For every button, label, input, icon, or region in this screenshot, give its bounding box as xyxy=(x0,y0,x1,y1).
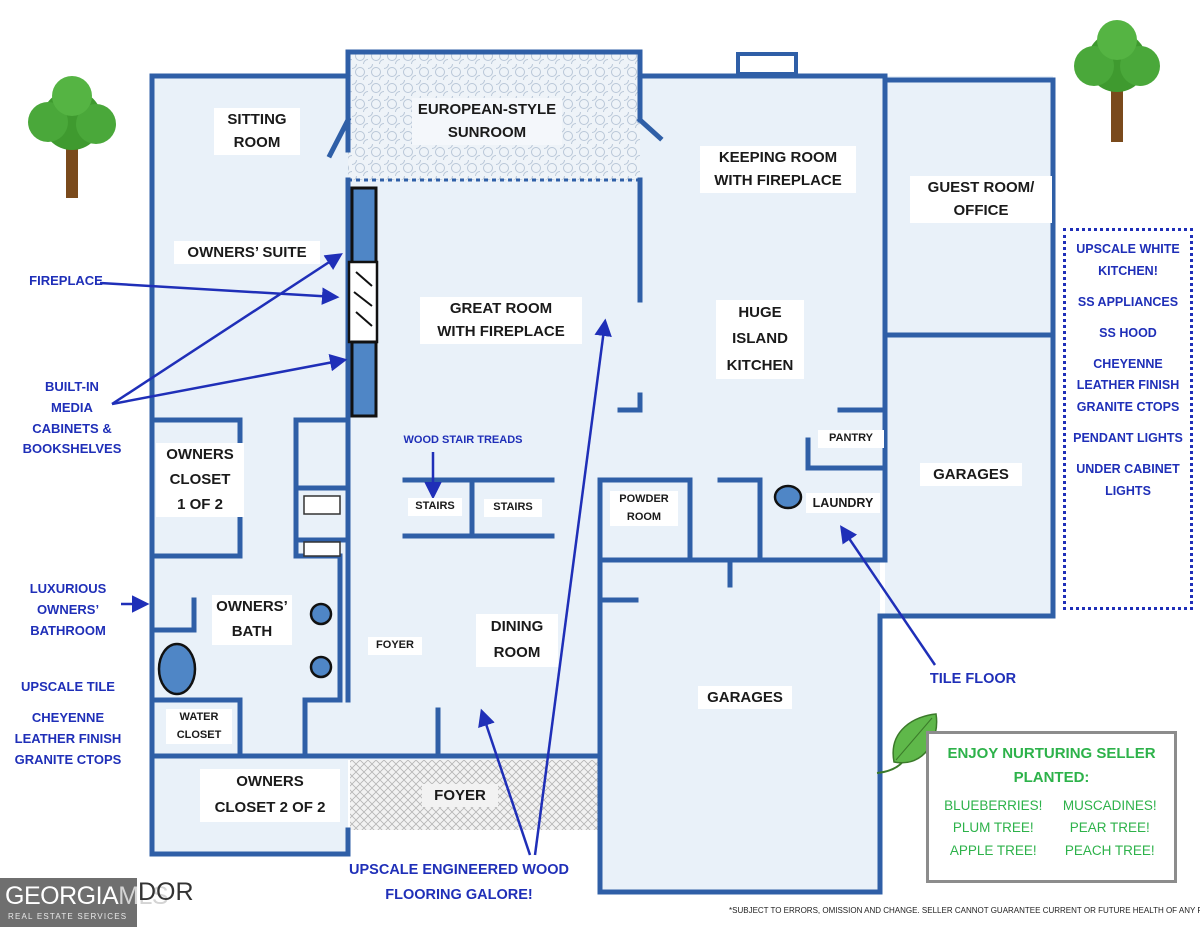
label-garages-right: GARAGES xyxy=(920,463,1022,487)
kitchen-feature: CHEYENNE LEATHER FINISH GRANITE CTOPS xyxy=(1076,356,1180,415)
label-guest-room: GUEST ROOM/ OFFICE xyxy=(910,176,1052,223)
kitchen-feature: SS HOOD xyxy=(1099,325,1157,340)
label-garages-main: GARAGES xyxy=(698,686,792,710)
annotation-engineered-wood: UPSCALE ENGINEERED WOOD FLOORING GALORE! xyxy=(349,862,569,904)
label-keeping-room: KEEPING ROOM WITH FIREPLACE xyxy=(700,146,856,193)
annotation-fireplace: FIREPLACE xyxy=(29,273,103,288)
label-stairs-1: STAIRS xyxy=(408,498,462,516)
annotation-built-in-media: BUILT-IN MEDIA CABINETS & BOOKSHELVES xyxy=(22,379,122,457)
label-owners-closet-2: OWNERS CLOSET 2 OF 2 xyxy=(200,769,340,822)
bathtub xyxy=(157,642,197,696)
label-laundry: LAUNDRY xyxy=(806,493,880,513)
walls xyxy=(149,49,1056,895)
tree-icon xyxy=(1074,20,1160,142)
seller-planted-box: ENJOY NURTURING SELLER PLANTED: BLUEBERR… xyxy=(926,731,1177,883)
annotation-wood-stair-treads: WOOD STAIR TREADS xyxy=(403,434,523,446)
label-owners-closet-1: OWNERS CLOSET 1 OF 2 xyxy=(156,443,244,518)
media-cabinet-lower xyxy=(350,340,378,418)
logo-wordmark: GEORGIAMLS xyxy=(5,882,169,911)
tree-icon xyxy=(28,76,116,198)
stair-fixture xyxy=(303,541,341,557)
label-sunroom: EUROPEAN-STYLE SUNROOM xyxy=(412,98,562,145)
plant-item: PLUM TREE! xyxy=(952,820,1034,836)
plant-item: PEAR TREE! xyxy=(1069,820,1150,836)
plant-item: PEACH TREE! xyxy=(1064,842,1155,858)
kitchen-feature: UNDER CABINET LIGHTS xyxy=(1076,462,1180,498)
annotation-luxurious-bath: LUXURIOUS OWNERS’ BATHROOM xyxy=(29,581,107,638)
label-great-room: GREAT ROOM WITH FIREPLACE xyxy=(420,297,582,344)
logo-tail-text: DOR xyxy=(138,878,194,906)
plant-list: BLUEBERRIES! MUSCADINES! PLUM TREE! PEAR… xyxy=(929,796,1174,861)
logo-brand: GEORGIA xyxy=(5,882,119,910)
georgia-mls-logo: GEORGIAMLS REAL ESTATE SERVICES xyxy=(0,878,169,927)
annotation-cheyenne-left: CHEYENNE LEATHER FINISH GRANITE CTOPS xyxy=(14,710,122,767)
annotation-upscale-tile: UPSCALE TILE xyxy=(21,679,115,694)
label-water-closet: WATER CLOSET xyxy=(166,709,232,745)
kitchen-feature: SS APPLIANCES xyxy=(1077,294,1179,309)
plant-item: APPLE TREE! xyxy=(949,842,1037,858)
leaf-icon xyxy=(876,713,938,774)
label-sitting-room: SITTING ROOM xyxy=(214,108,300,155)
plant-item: BLUEBERRIES! xyxy=(944,798,1043,813)
label-powder-room: POWDER ROOM xyxy=(610,491,678,527)
kitchen-feature: UPSCALE WHITE KITCHEN! xyxy=(1076,242,1180,278)
label-dining-room: DINING ROOM xyxy=(476,614,558,667)
annotation-arrows xyxy=(99,253,937,856)
fireplace-hearth xyxy=(347,260,379,344)
label-stairs-2: STAIRS xyxy=(484,499,542,517)
stair-fixture xyxy=(303,495,341,515)
floor-areas xyxy=(152,52,1053,892)
label-pantry: PANTRY xyxy=(818,430,884,448)
seller-planted-title: ENJOY NURTURING SELLER PLANTED: xyxy=(947,745,1156,786)
media-cabinet-upper xyxy=(350,186,378,266)
sink xyxy=(309,602,333,626)
disclaimer-text: *SUBJECT TO ERRORS, OMISSION AND CHANGE.… xyxy=(729,906,1200,915)
sink xyxy=(309,655,333,679)
logo-brand-accent: MLS xyxy=(118,882,169,910)
label-foyer-inner: FOYER xyxy=(368,637,422,655)
kitchen-feature: PENDANT LIGHTS xyxy=(1073,431,1183,446)
label-owners-bath: OWNERS’ BATH xyxy=(212,595,292,645)
label-kitchen: HUGE ISLAND KITCHEN xyxy=(716,300,804,379)
label-owners-suite: OWNERS’ SUITE xyxy=(174,241,320,265)
label-foyer-front: FOYER xyxy=(422,784,498,808)
logo-tagline: REAL ESTATE SERVICES xyxy=(8,912,128,921)
plant-item: MUSCADINES! xyxy=(1062,798,1157,813)
kitchen-features-box: UPSCALE WHITE KITCHEN! SS APPLIANCES SS … xyxy=(1063,228,1193,610)
annotation-tile-floor: TILE FLOOR xyxy=(929,671,1017,687)
washer-dryer xyxy=(773,484,803,510)
